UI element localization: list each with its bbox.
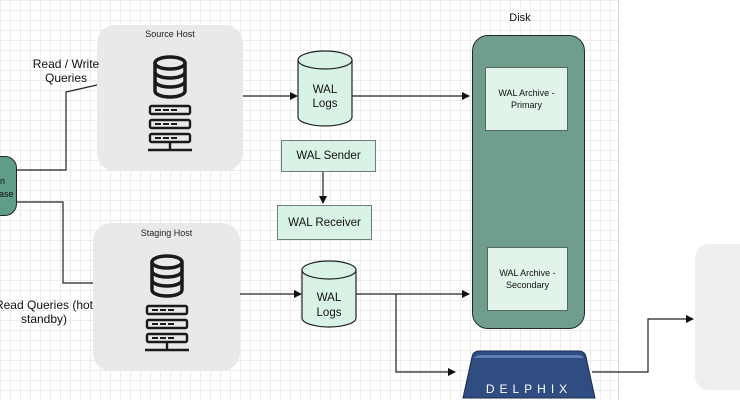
read-queries-line1: Read Queries (hot — [0, 298, 94, 312]
wal-archive-primary-line2: Primary — [510, 100, 542, 110]
wal-logs-bottom-line1: WAL — [317, 292, 342, 304]
source-server-icon — [148, 104, 192, 152]
connector-lines — [17, 84, 694, 376]
primary-database-label-line1: n — [0, 176, 6, 186]
source-host-title: Source Host — [145, 29, 195, 39]
wal-logs-top-line2: Logs — [313, 98, 338, 110]
wal-receiver-box: WAL Receiver — [277, 205, 372, 240]
read-write-queries-label: Read / Write Queries — [28, 57, 104, 85]
staging-to-delphix-arrow — [395, 294, 456, 376]
source-server-icon-dots — [155, 109, 177, 139]
wal-logs-top-line1: WAL — [313, 84, 338, 96]
staging-host-title: Staging Host — [140, 228, 193, 238]
wal-logs-bottom-line2: Logs — [317, 307, 342, 319]
source-database-icon — [153, 55, 187, 99]
primary-database-label-line2: ase — [0, 189, 14, 199]
disk-title: Disk — [509, 12, 531, 24]
read-write-queries-line1: Read / Write — [32, 57, 100, 71]
read-queries-line2: standby) — [20, 312, 68, 326]
primary-to-source-line — [17, 84, 98, 171]
wal-archive-primary-line1: WAL Archive - — [498, 88, 555, 98]
disk-container: WAL Archive - Primary WAL Archive - Seco… — [472, 35, 585, 329]
staging-server-icon-dots — [152, 309, 174, 339]
delphix-to-target-arrow — [592, 315, 694, 373]
staging-server-icon — [145, 304, 189, 352]
primary-to-staging-line — [17, 201, 93, 284]
wal-archive-secondary-line2: Secondary — [505, 280, 549, 290]
read-write-queries-line2: Queries — [44, 71, 88, 85]
wal-archive-primary: WAL Archive - Primary — [485, 67, 568, 131]
wal-logs-bottom-cylinder — [301, 260, 357, 328]
read-queries-label: Read Queries (hot standby) — [0, 298, 98, 326]
primary-database: n ase — [0, 156, 17, 216]
target-host — [695, 244, 740, 390]
staging-database-icon — [150, 254, 184, 298]
wal-archive-secondary: WAL Archive - Secondary — [487, 247, 568, 311]
wal-logs-top-cylinder — [297, 50, 353, 127]
wal-sender-box: WAL Sender — [281, 140, 376, 172]
delphix-label: DELPHIX — [486, 382, 572, 396]
delphix-engine — [462, 350, 596, 399]
wal-archive-secondary-line1: WAL Archive - — [499, 268, 556, 278]
